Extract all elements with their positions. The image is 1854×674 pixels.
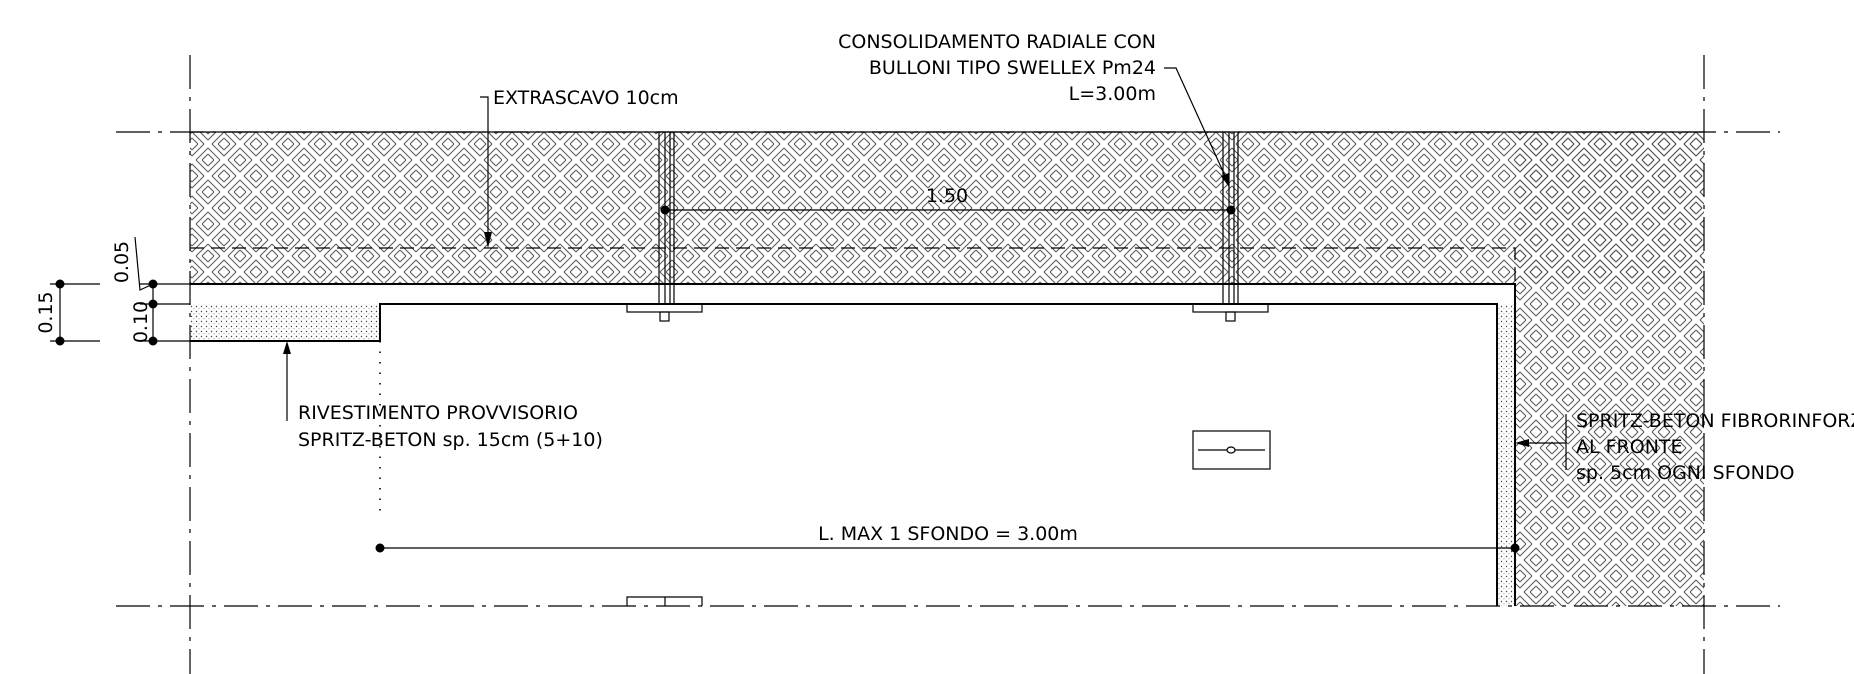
bulloni-label-line3: L=3.00m: [1069, 83, 1156, 105]
thickness-total-text: 0.15: [35, 291, 57, 333]
spritz-label-line3: sp. 5cm OGNI SFONDO: [1576, 462, 1794, 484]
rivestimento-label-line2: SPRITZ-BETON sp. 15cm (5+10): [298, 429, 603, 451]
axis-lines: [116, 55, 1780, 674]
annotations: EXTRASCAVO 10cm CONSOLIDAMENTO RADIALE C…: [298, 31, 1854, 484]
spritz-label-line2: AL FRONTE: [1576, 436, 1683, 458]
shotcrete-lining: [190, 284, 1515, 606]
spritz-label-line1: SPRITZ-BETON FIBRORINFORZATO: [1576, 410, 1854, 432]
swellex-bolt-right: [1192, 132, 1269, 322]
leader-lines: [283, 67, 1567, 470]
rivestimento-label-line1: RIVESTIMENTO PROVVISORIO: [298, 402, 578, 424]
bolt-spacing-text: 1.50: [926, 185, 968, 207]
extrascavo-label: EXTRASCAVO 10cm: [493, 87, 679, 109]
swellex-bolt-bottom: [626, 596, 703, 606]
layer-dimension: 0.05 0.10: [111, 236, 190, 346]
layer-1-text: 0.05: [111, 241, 133, 283]
sfondo-length-dimension: L. MAX 1 SFONDO = 3.00m: [375, 523, 1520, 553]
swellex-bolt-left: [626, 132, 703, 322]
bulloni-label-line2: BULLONI TIPO SWELLEX Pm24: [869, 57, 1156, 79]
layer-2-text: 0.10: [130, 301, 152, 343]
bulloni-label-line1: CONSOLIDAMENTO RADIALE CON: [838, 31, 1156, 53]
plan-symbol: [1192, 430, 1271, 470]
bolt-spacing-dimension: 1.50: [660, 185, 1236, 215]
thickness-dimension: 0.15: [35, 279, 100, 346]
sfondo-length-text: L. MAX 1 SFONDO = 3.00m: [818, 523, 1078, 545]
rock-hatch: [190, 132, 1704, 606]
